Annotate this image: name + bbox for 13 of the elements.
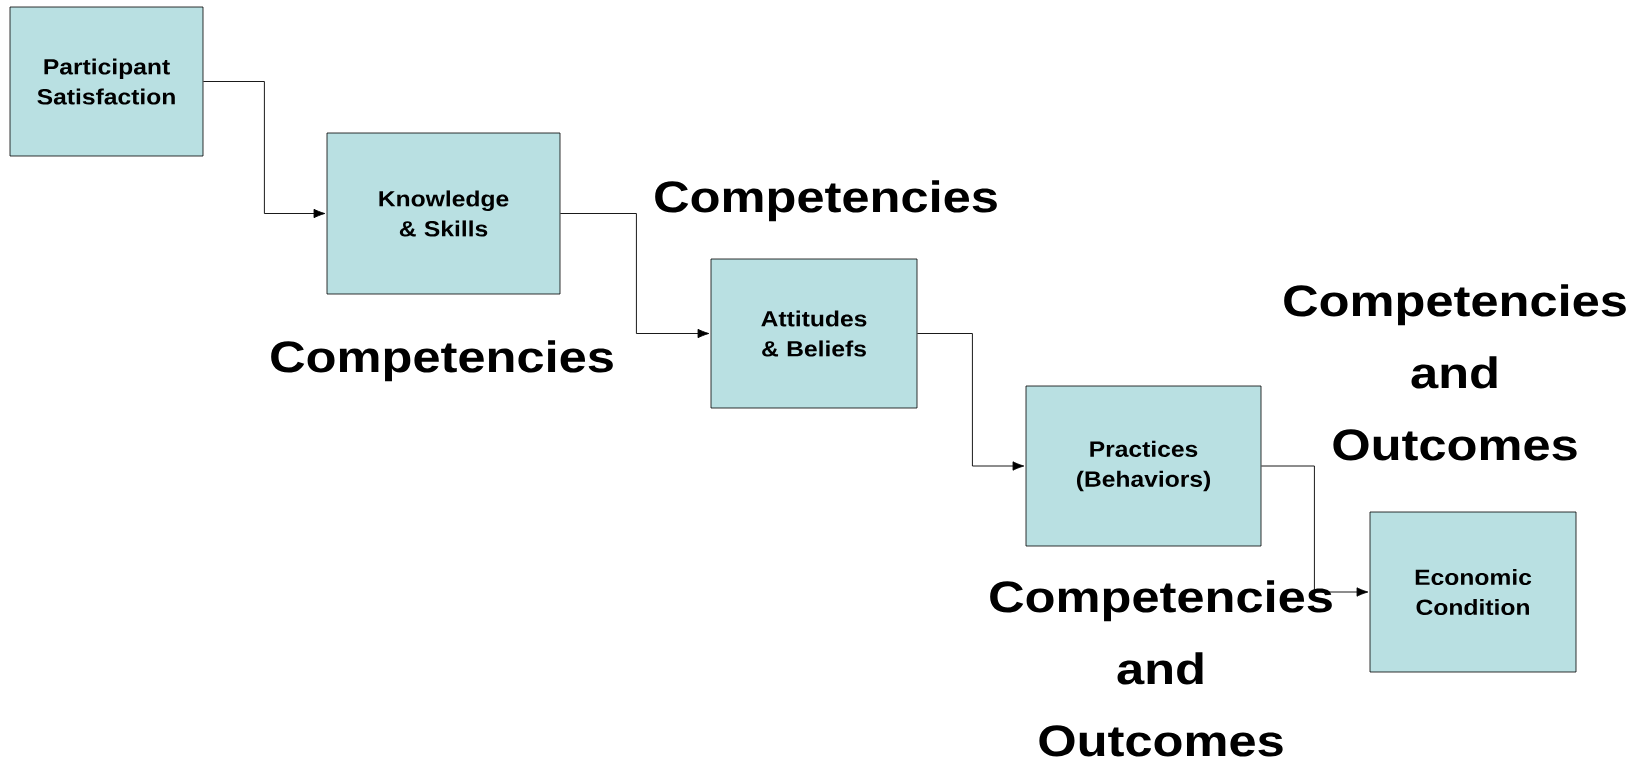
stage-label: Competencies bbox=[271, 340, 613, 382]
stage-label: Competencies bbox=[655, 180, 997, 222]
stage-label: Competencies and Outcomes bbox=[990, 580, 1332, 757]
arrow bbox=[559, 213, 710, 339]
process-box: Participant Satisfaction bbox=[9, 6, 204, 157]
process-box: Practices (Behaviors) bbox=[1025, 385, 1262, 547]
process-box: Attitudes & Beliefs bbox=[710, 258, 918, 409]
stage-label: Competencies and Outcomes bbox=[1284, 284, 1626, 461]
arrow bbox=[1260, 465, 1369, 597]
arrow bbox=[202, 81, 326, 219]
arrow bbox=[916, 333, 1025, 471]
process-box: Economic Condition bbox=[1369, 511, 1577, 673]
process-box: Knowledge & Skills bbox=[326, 132, 561, 295]
